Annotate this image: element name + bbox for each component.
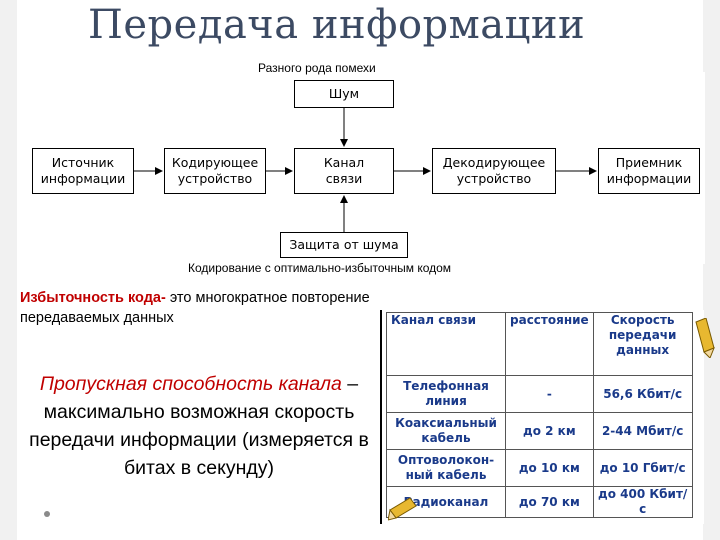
cell-channel: Коаксиальный кабель xyxy=(386,412,506,450)
cell-distance: до 2 км xyxy=(505,412,594,450)
channel-speed-table-panel: Канал связи расстояние Скорость передачи… xyxy=(380,310,704,524)
decoder-label-1: Декодирующее xyxy=(442,155,546,170)
channel-label-1: Канал xyxy=(323,155,365,170)
source-label-1: Источник xyxy=(51,155,115,170)
table-row: Оптоволокон-ный кабель до 10 км до 10 Гб… xyxy=(386,449,693,487)
noise-label: Шум xyxy=(328,86,360,101)
cell-distance: до 70 км xyxy=(505,486,594,518)
header-distance: расстояние xyxy=(505,312,594,376)
table-row: Радиоканал до 70 км до 400 Кбит/с xyxy=(386,486,693,518)
right-border-bar xyxy=(703,0,720,540)
noise-caption: Разного рода помехи xyxy=(258,61,376,75)
table-row: Коаксиальный кабель до 2 км 2-44 Мбит/с xyxy=(386,412,693,450)
source-label-2: информации xyxy=(40,171,126,186)
receiver-box: Приемник информации xyxy=(598,148,700,194)
cell-speed: до 400 Кбит/с xyxy=(592,486,693,518)
protection-label: Защита от шума xyxy=(289,237,399,252)
capacity-text: – максимально возможная скорость передач… xyxy=(29,373,369,479)
cell-channel: Оптоволокон-ный кабель xyxy=(386,449,506,487)
source-box: Источник информации xyxy=(32,148,134,194)
bullet-icon xyxy=(44,511,50,517)
noise-box: Шум xyxy=(294,80,394,108)
cell-distance: - xyxy=(505,375,594,413)
coding-caption: Кодирование с оптимально-избыточным кодо… xyxy=(188,261,452,275)
decoder-label-2: устройство xyxy=(456,171,532,186)
diagram-arrows xyxy=(134,108,597,232)
channel-label-2: связи xyxy=(325,171,363,186)
redundancy-text: это многократное повторение передаваемых… xyxy=(20,290,370,326)
channel-speed-table: Канал связи расстояние Скорость передачи… xyxy=(386,312,693,518)
cell-distance: до 10 км xyxy=(505,449,594,487)
table-header-row: Канал связи расстояние Скорость передачи… xyxy=(386,312,693,376)
pencil-icon xyxy=(695,318,715,358)
header-channel: Канал связи xyxy=(386,312,506,376)
encoder-box: Кодирующее устройство xyxy=(164,148,266,194)
cell-speed: 56,6 Кбит/с xyxy=(592,375,693,413)
table-row: Телефонная линия - 56,6 Кбит/с xyxy=(386,375,693,413)
left-border-bar xyxy=(0,0,17,540)
cell-channel: Телефонная линия xyxy=(386,375,506,413)
cell-speed: 2-44 Мбит/с xyxy=(592,412,693,450)
header-speed: Скорость передачи данных xyxy=(592,312,693,376)
capacity-definition: Пропускная способность канала – максимал… xyxy=(24,370,374,482)
encoder-label-2: устройство xyxy=(177,171,253,186)
channel-box: Канал связи xyxy=(294,148,394,194)
protection-box: Защита от шума xyxy=(280,232,408,258)
decoder-box: Декодирующее устройство xyxy=(432,148,556,194)
redundancy-term: Избыточность кода- xyxy=(20,290,166,306)
page-title: Передача информации xyxy=(88,2,586,48)
encoder-label-1: Кодирующее xyxy=(171,155,259,170)
redundancy-definition: Избыточность кода- это многократное повт… xyxy=(20,288,370,328)
pencil-icon-2 xyxy=(388,497,417,521)
cell-speed: до 10 Гбит/с xyxy=(592,449,693,487)
receiver-label-2: информации xyxy=(606,171,692,186)
communication-diagram: Разного рода помехи Шум Источник информа… xyxy=(22,61,705,275)
receiver-label-1: Приемник xyxy=(615,155,683,170)
capacity-term: Пропускная способность канала xyxy=(39,373,342,395)
